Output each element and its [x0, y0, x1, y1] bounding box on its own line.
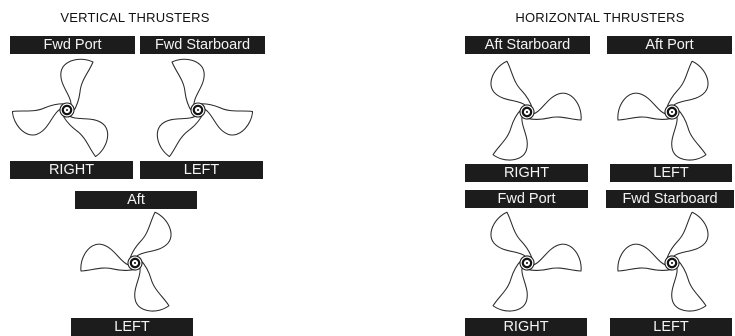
propeller-blade [654, 210, 715, 269]
propeller-icon [472, 57, 582, 167]
thruster-direction-horizontal-aft-port: LEFT [610, 164, 732, 182]
propeller-blade [654, 59, 715, 118]
propeller-icon [617, 208, 727, 318]
thruster-direction-horizontal-fwd-starboard: LEFT [610, 318, 732, 336]
propeller-blade [117, 210, 178, 269]
thruster-name-horizontal-fwd-port: Fwd Port [465, 190, 588, 208]
thruster-name-vertical-fwd-port: Fwd Port [10, 36, 135, 54]
thruster-direction-horizontal-aft-starboard: RIGHT [465, 164, 588, 182]
thruster-name-horizontal-fwd-starboard: Fwd Starboard [606, 190, 734, 208]
thruster-name-vertical-aft: Aft [75, 191, 197, 209]
thruster-direction-vertical-aft: LEFT [71, 318, 193, 336]
propeller-icon [143, 55, 253, 165]
propeller-hub-center [66, 109, 68, 111]
propeller-icon [80, 208, 190, 318]
thruster-direction-horizontal-fwd-port: RIGHT [465, 318, 587, 336]
thruster-name-horizontal-aft-starboard: Aft Starboard [465, 36, 590, 54]
vertical-thrusters-title: VERTICAL THRUSTERS [30, 10, 240, 25]
thruster-direction-vertical-fwd-starboard: LEFT [140, 161, 263, 179]
propeller-icon [617, 57, 727, 167]
propeller-icon [472, 208, 582, 318]
propeller-hub-center [197, 109, 199, 111]
thruster-name-vertical-fwd-starboard: Fwd Starboard [140, 36, 265, 54]
thruster-name-horizontal-aft-port: Aft Port [607, 36, 732, 54]
thruster-direction-vertical-fwd-port: RIGHT [10, 161, 133, 179]
propeller-blade [484, 59, 545, 118]
propeller-icon [12, 55, 122, 165]
horizontal-thrusters-title: HORIZONTAL THRUSTERS [470, 10, 730, 25]
propeller-blade [484, 210, 545, 269]
